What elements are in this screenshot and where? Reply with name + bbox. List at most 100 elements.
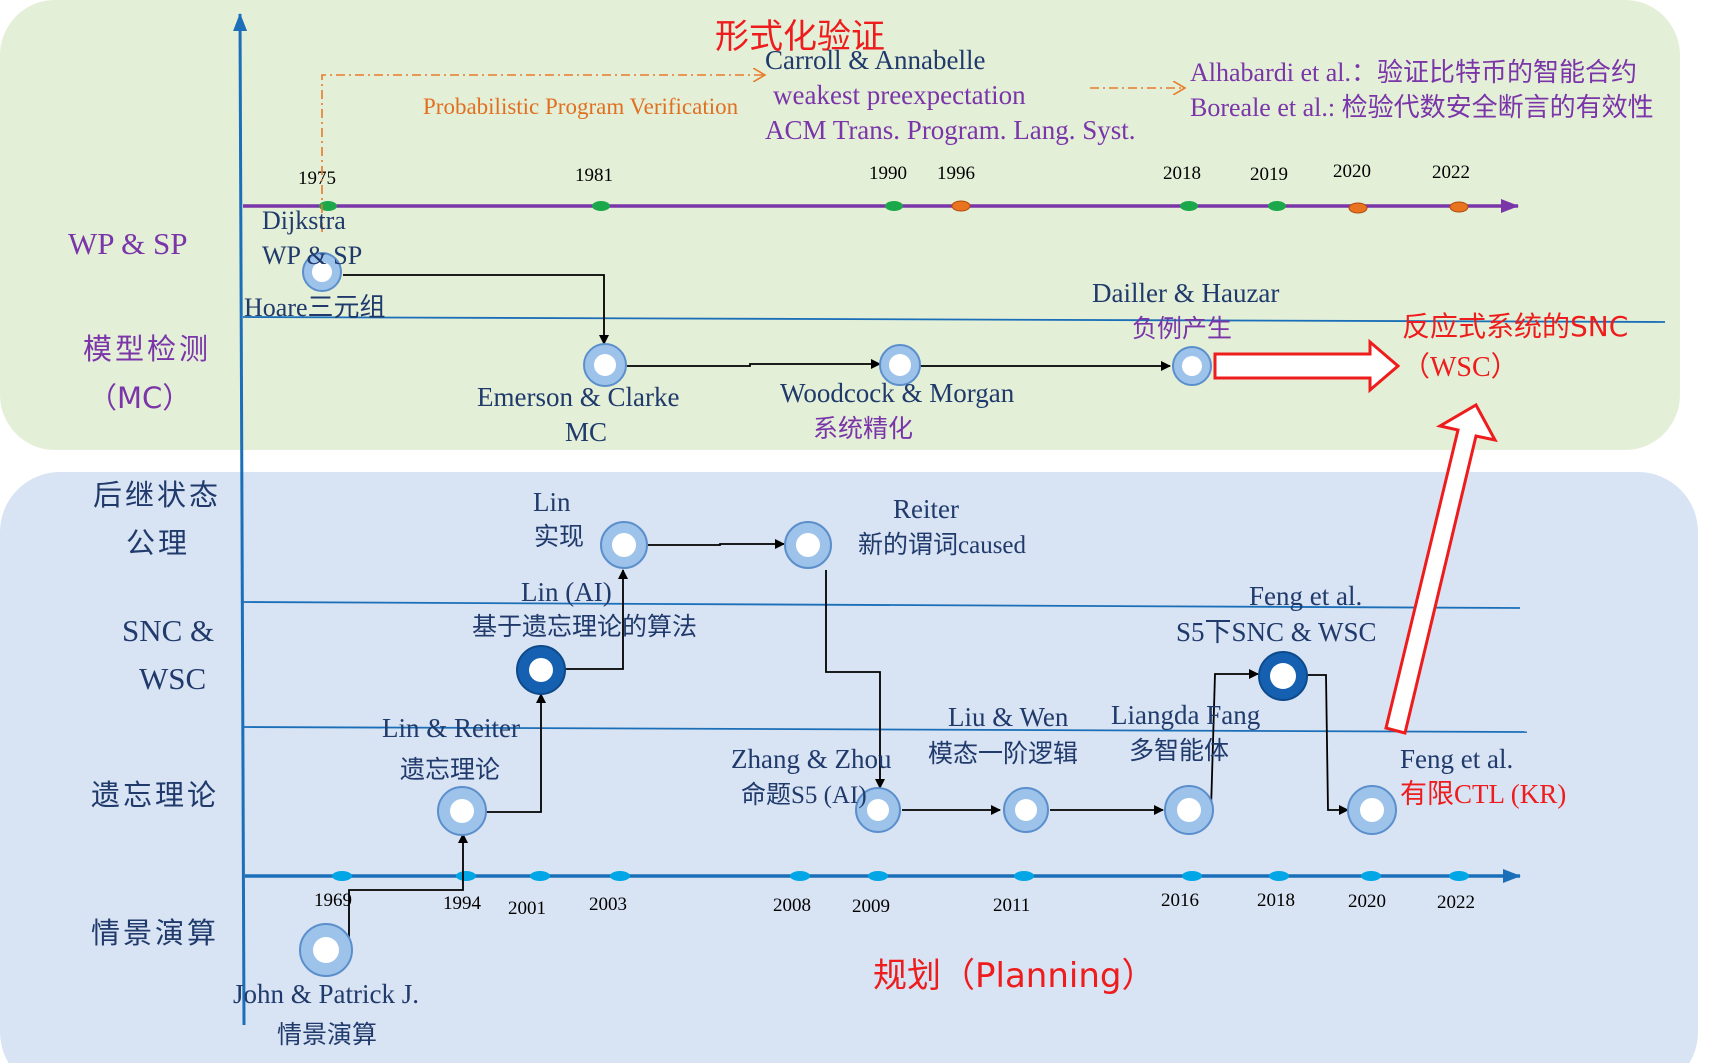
label-liu-wen-topic: 模态一阶逻辑 bbox=[928, 739, 1078, 768]
label-zhang-zhou-topic: 命题S5 (AI) bbox=[741, 781, 867, 809]
label-emerson: Emerson & Clarke bbox=[477, 382, 679, 412]
year-label: 1994 bbox=[443, 893, 482, 914]
bottom-dot bbox=[610, 871, 630, 881]
node-liu-wen[interactable] bbox=[1003, 787, 1049, 833]
bottom-timeline-dots bbox=[332, 871, 1469, 881]
connector-feng1-feng2 bbox=[1306, 674, 1349, 815]
node-lin-ai[interactable] bbox=[516, 645, 566, 695]
node-dijkstra[interactable] bbox=[302, 252, 342, 292]
row-labels: WP & SP 模型检测 （MC） 后继状态 公理 SNC & WSC 遗忘理论… bbox=[68, 226, 221, 950]
label-lin-ai: Lin (AI) bbox=[521, 577, 612, 607]
top-dot-2019 bbox=[1268, 201, 1286, 211]
label-liangda-topic: 多智能体 bbox=[1129, 736, 1229, 765]
connector-liangda-feng1 bbox=[1210, 669, 1259, 811]
label-woodcock: Woodcock & Morgan bbox=[780, 378, 1015, 408]
top-timeline-dots bbox=[319, 200, 1469, 214]
label-feng-s5-topic: S5下SNC & WSC bbox=[1176, 617, 1377, 647]
bottom-dot bbox=[1182, 871, 1202, 881]
node-feng-s5[interactable] bbox=[1258, 651, 1308, 701]
connector-john-linreiter bbox=[348, 833, 468, 950]
separator-snc-forget bbox=[242, 726, 1528, 733]
carroll-venue: ACM Trans. Program. Lang. Syst. bbox=[765, 115, 1136, 145]
node-lin[interactable] bbox=[600, 521, 648, 569]
connector-emerson-woodcock bbox=[627, 359, 881, 369]
year-label: 2022 bbox=[1437, 892, 1475, 913]
row-label-ssa: 后继状态 bbox=[93, 478, 221, 512]
year-label: 2018 bbox=[1257, 890, 1295, 911]
row-label-situation-calculus: 情景演算 bbox=[91, 916, 219, 950]
label-woodcock-topic: 系统精化 bbox=[813, 414, 913, 443]
year-label: 1990 bbox=[869, 163, 907, 184]
label-dijkstra: Dijkstra bbox=[262, 206, 346, 235]
top-dot-2020 bbox=[1348, 202, 1368, 214]
top-dot-1975 bbox=[319, 201, 337, 211]
node-lin-reiter[interactable] bbox=[437, 786, 487, 836]
bottom-dot bbox=[456, 871, 476, 881]
bottom-year-labels: 1969 1994 2001 2003 2008 2009 2011 2016 … bbox=[314, 890, 1475, 919]
year-label: 2003 bbox=[589, 894, 627, 915]
year-label: 2022 bbox=[1432, 162, 1470, 183]
top-dot-2022 bbox=[1449, 201, 1469, 213]
node-labels: Dijkstra WP & SP Hoare三元组 Emerson & Clar… bbox=[233, 206, 1628, 1049]
year-label: 2020 bbox=[1348, 891, 1386, 912]
label-reiter-topic: 新的谓词caused bbox=[858, 531, 1027, 559]
label-feng-ctl-topic: 有限CTL (KR) bbox=[1400, 779, 1566, 809]
label-liu-wen: Liu & Wen bbox=[948, 702, 1069, 732]
reactive-system-right-arrow bbox=[1213, 338, 1401, 394]
reactive-system-up-arrow bbox=[1384, 402, 1498, 735]
year-label: 1981 bbox=[575, 165, 613, 186]
row-label-forgetting: 遗忘理论 bbox=[91, 778, 219, 812]
row-label-wsc: WSC bbox=[139, 661, 206, 696]
year-label: 1996 bbox=[937, 163, 975, 184]
bottom-dot bbox=[530, 871, 550, 881]
planning-panel bbox=[0, 472, 1698, 1063]
row-label-mc: 模型检测 bbox=[83, 332, 211, 366]
row-label-mc-abbr: （MC） bbox=[88, 381, 191, 415]
year-label: 2016 bbox=[1161, 890, 1199, 911]
label-feng-s5: Feng et al. bbox=[1249, 581, 1362, 611]
node-zhang-zhou[interactable] bbox=[855, 787, 901, 833]
year-label: 1969 bbox=[314, 890, 352, 911]
year-label: 2018 bbox=[1163, 163, 1201, 184]
label-john-patrick-topic: 情景演算 bbox=[277, 1020, 377, 1049]
boreale-label: Boreale et al.: 检验代数安全断言的有效性 bbox=[1190, 93, 1654, 122]
top-dot-1981 bbox=[592, 201, 610, 211]
node-emerson-clarke[interactable] bbox=[583, 343, 627, 387]
label-lin: Lin bbox=[533, 487, 571, 517]
label-lin-reiter-topic: 遗忘理论 bbox=[400, 755, 500, 784]
alhabardi-label: Alhabardi et al.：验证比特币的智能合约 bbox=[1190, 58, 1637, 87]
label-lin-topic: 实现 bbox=[534, 522, 584, 551]
node-woodcock-morgan[interactable] bbox=[879, 344, 921, 386]
label-feng-ctl: Feng et al. bbox=[1400, 744, 1513, 774]
year-label: 2020 bbox=[1333, 161, 1371, 182]
top-dot-2018 bbox=[1180, 201, 1198, 211]
label-reactive-wsc: （WSC） bbox=[1402, 351, 1519, 383]
label-liangda-fang: Liangda Fang bbox=[1111, 700, 1260, 730]
label-zhang-zhou: Zhang & Zhou bbox=[731, 744, 892, 774]
bottom-dot bbox=[332, 871, 352, 881]
bottom-dot bbox=[1449, 871, 1469, 881]
node-feng-ctl[interactable] bbox=[1347, 785, 1397, 835]
label-lin-ai-topic: 基于遗忘理论的算法 bbox=[472, 612, 697, 641]
top-year-labels: 1975 1981 1990 1996 2018 2019 2020 2022 bbox=[298, 161, 1470, 189]
label-reiter: Reiter bbox=[893, 494, 959, 524]
year-label: 2019 bbox=[1250, 164, 1288, 185]
label-lin-reiter: Lin & Reiter bbox=[382, 713, 520, 743]
year-label: 1975 bbox=[298, 168, 336, 189]
node-liangda-fang[interactable] bbox=[1164, 785, 1214, 835]
year-label: 2008 bbox=[773, 895, 811, 916]
node-dailler-hauzar[interactable] bbox=[1172, 346, 1212, 386]
ppv-dashed-arrow bbox=[321, 75, 765, 232]
year-label: 2011 bbox=[993, 895, 1030, 916]
carroll-label: Carroll & Annabelle bbox=[765, 45, 985, 75]
nodes bbox=[299, 252, 1397, 977]
label-hoare: Hoare三元组 bbox=[244, 293, 386, 322]
bottom-dot bbox=[790, 871, 810, 881]
label-john-patrick: John & Patrick J. bbox=[233, 979, 419, 1009]
node-reiter[interactable] bbox=[784, 521, 832, 569]
node-john-patrick[interactable] bbox=[299, 923, 353, 977]
top-dot-1990 bbox=[885, 201, 903, 211]
vertical-axis bbox=[233, 13, 248, 1026]
separator-wp-mc bbox=[242, 316, 1666, 323]
bottom-dot bbox=[868, 871, 888, 881]
